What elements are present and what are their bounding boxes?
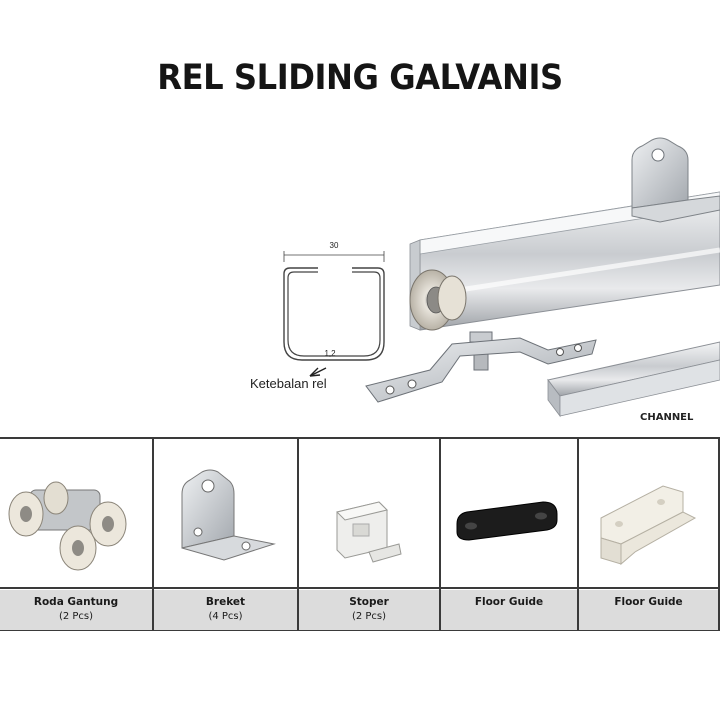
dimension-width-label: 30 xyxy=(330,241,339,250)
column-divider xyxy=(152,437,154,631)
column-divider xyxy=(439,437,441,631)
column-divider xyxy=(718,437,720,631)
part-label-roda-gantung: Roda Gantung (2 Pcs) xyxy=(0,590,152,630)
thickness-annotation: Ketebalan rel xyxy=(250,376,327,391)
top-bracket xyxy=(631,137,720,223)
part-label-stoper: Stoper (2 Pcs) xyxy=(299,590,439,630)
channel-label: CHANNEL xyxy=(640,412,694,423)
rail-profile-drawing: 30 1,2 Ketebalan rel xyxy=(250,241,385,391)
table-bottom-border xyxy=(0,629,720,631)
part-label-breket: Breket (4 Pcs) xyxy=(154,590,297,630)
table-top-border xyxy=(0,437,720,439)
dimension-thickness-label: 1,2 xyxy=(324,349,336,358)
roller-hanger-icon xyxy=(8,481,127,571)
column-divider xyxy=(577,437,579,631)
floor-guide-black-icon xyxy=(456,501,558,541)
bottom-bracket xyxy=(365,331,597,403)
channel-profile: CHANNEL xyxy=(547,341,720,423)
rail-assembly-illustration: 30 1,2 Ketebalan rel xyxy=(250,137,720,423)
floor-guide-white-icon xyxy=(600,485,697,566)
bracket-icon xyxy=(181,469,276,561)
part-label-floor-guide-white: Floor Guide xyxy=(579,590,718,630)
table-middle-border xyxy=(0,587,720,589)
column-divider xyxy=(297,437,299,631)
stopper-icon xyxy=(336,501,402,563)
page-title: REL SLIDING GALVANIS xyxy=(157,58,563,98)
part-label-floor-guide-black: Floor Guide xyxy=(441,590,577,630)
rail-roller xyxy=(409,269,467,331)
